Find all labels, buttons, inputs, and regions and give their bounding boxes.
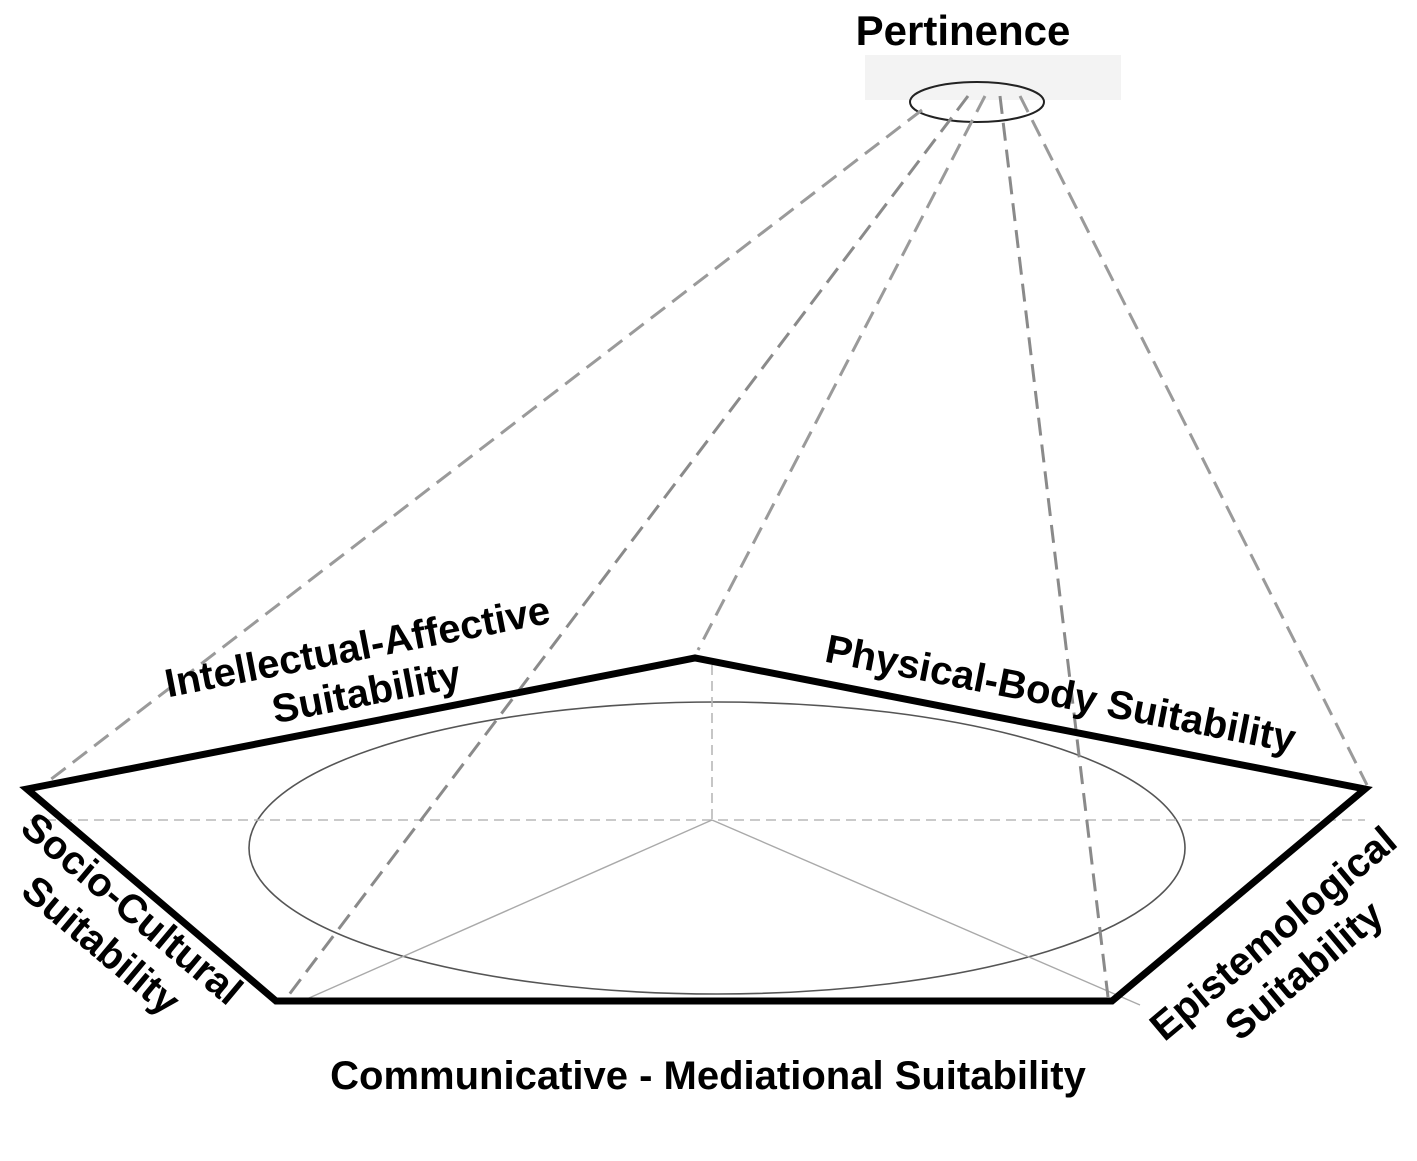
projection-line-epistemological xyxy=(998,95,1110,998)
socio-cultural-label: Socio-Cultural Suitability xyxy=(13,804,251,1024)
projection-line-top-vertex xyxy=(696,95,987,651)
projection-line-physical-body xyxy=(1018,95,1369,786)
spoke-right xyxy=(711,819,1141,1006)
apex-label: Pertinence xyxy=(856,7,1071,54)
projection-line-socio-cultural xyxy=(49,108,923,782)
communicative-mediational-label: Communicative - Mediational Suitability xyxy=(330,1054,1086,1098)
base-ellipse xyxy=(248,701,1186,995)
apex-highlight xyxy=(865,55,1121,100)
apex-ellipse xyxy=(909,81,1045,123)
projection-line-communicative xyxy=(283,95,970,1001)
suitability-pentagon xyxy=(19,654,1373,1005)
spoke-left xyxy=(299,819,713,1003)
